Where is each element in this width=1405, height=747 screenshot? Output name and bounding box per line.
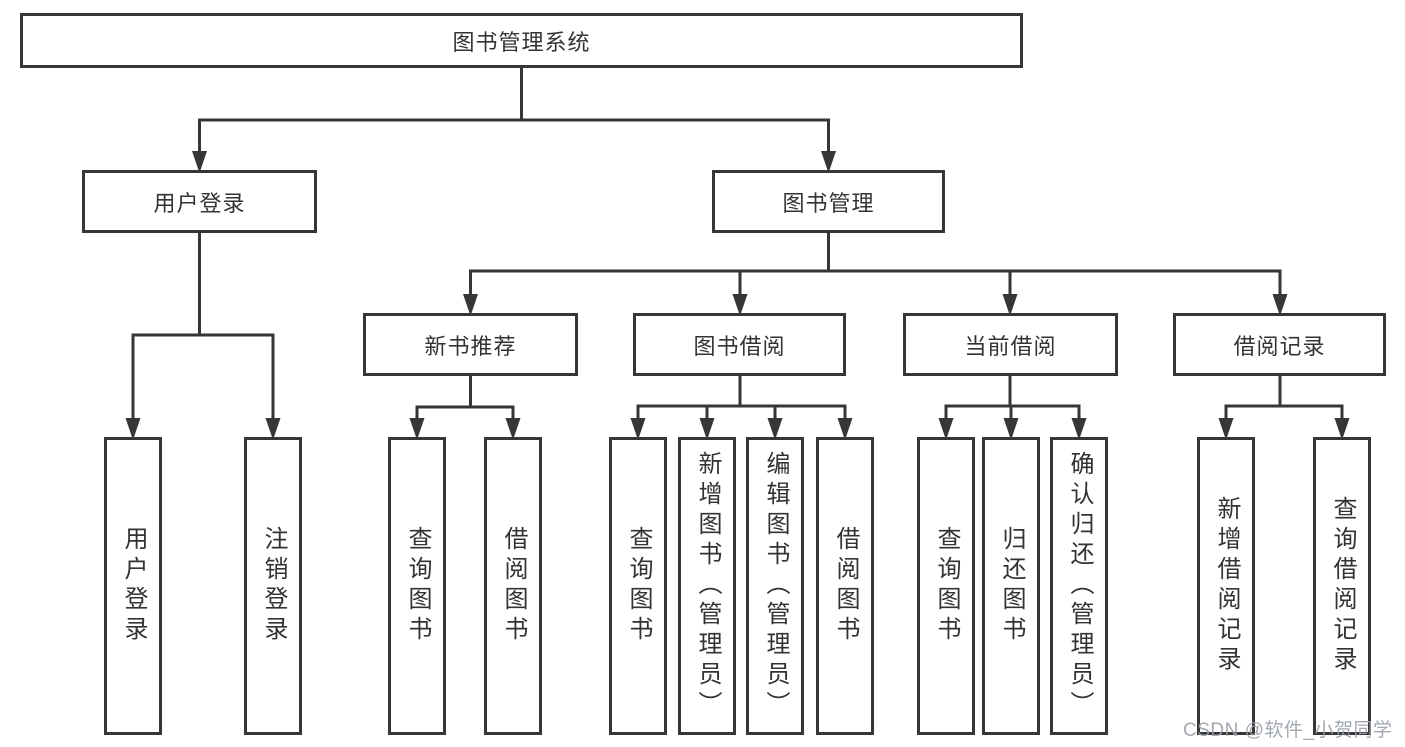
leaf-add-book-admin: 新增图书（管理员）: [678, 437, 736, 735]
node-borrow-records: 借阅记录: [1173, 313, 1386, 376]
leaf-return-book: 归还图书: [982, 437, 1040, 735]
leaf-current-query-book: 查询图书: [917, 437, 975, 735]
csdn-watermark: CSDN @软件_小贺同学: [1183, 720, 1393, 741]
node-book-borrowing: 图书借阅: [633, 313, 846, 376]
leaf-recommend-borrow-book: 借阅图书: [484, 437, 542, 735]
leaf-confirm-return-admin: 确认归还（管理员）: [1050, 437, 1108, 735]
leaf-user-login: 用户登录: [104, 437, 162, 735]
leaf-borrow-query-book: 查询图书: [609, 437, 667, 735]
node-user-login: 用户登录: [82, 170, 317, 233]
node-current-borrowing: 当前借阅: [903, 313, 1118, 376]
node-root-system: 图书管理系统: [20, 13, 1023, 68]
node-new-book-recommend: 新书推荐: [363, 313, 578, 376]
leaf-borrow-book: 借阅图书: [816, 437, 874, 735]
leaf-logout: 注销登录: [244, 437, 302, 735]
leaf-edit-book-admin: 编辑图书（管理员）: [746, 437, 804, 735]
leaf-recommend-query-book: 查询图书: [388, 437, 446, 735]
node-book-management: 图书管理: [712, 170, 945, 233]
leaf-add-borrow-record: 新增借阅记录: [1197, 437, 1255, 735]
leaf-query-borrow-record: 查询借阅记录: [1313, 437, 1371, 735]
